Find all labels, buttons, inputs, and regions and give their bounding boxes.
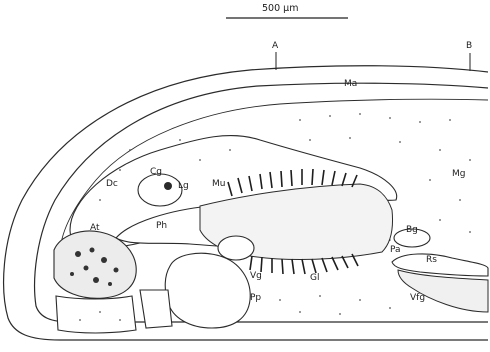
label-pp: Pp <box>250 293 261 303</box>
label-rs: Rs <box>426 255 437 265</box>
section-mark-a-label: A <box>272 41 279 51</box>
vestibular-gland <box>218 236 254 260</box>
section-marker-b: B <box>466 41 472 71</box>
section-marker-a: A <box>272 41 279 70</box>
label-cg: Cg <box>150 167 162 177</box>
label-mg: Mg <box>452 169 465 179</box>
label-ph: Ph <box>156 221 167 231</box>
label-mu: Mu <box>212 179 225 189</box>
label-at: At <box>90 223 100 233</box>
label-ma: Ma <box>344 79 357 89</box>
label-pa: Pa <box>390 245 401 255</box>
label-vfg: Vfg <box>410 293 425 303</box>
label-vg: Vg <box>250 271 262 281</box>
scale-bar: 500 µm <box>226 3 348 18</box>
lateral-ganglion-dot <box>164 182 172 190</box>
ventral-mid-block <box>140 290 172 328</box>
scale-bar-label: 500 µm <box>262 3 298 14</box>
section-mark-b-label: B <box>466 41 472 51</box>
label-lg: Lg <box>178 181 189 191</box>
cerebral-ganglion <box>138 174 182 206</box>
penis-papilla <box>165 253 250 328</box>
label-bg: Bg <box>406 225 418 235</box>
ventral-base-block <box>56 296 136 333</box>
label-dc: Dc <box>106 179 118 189</box>
label-gl: Gl <box>310 273 319 283</box>
